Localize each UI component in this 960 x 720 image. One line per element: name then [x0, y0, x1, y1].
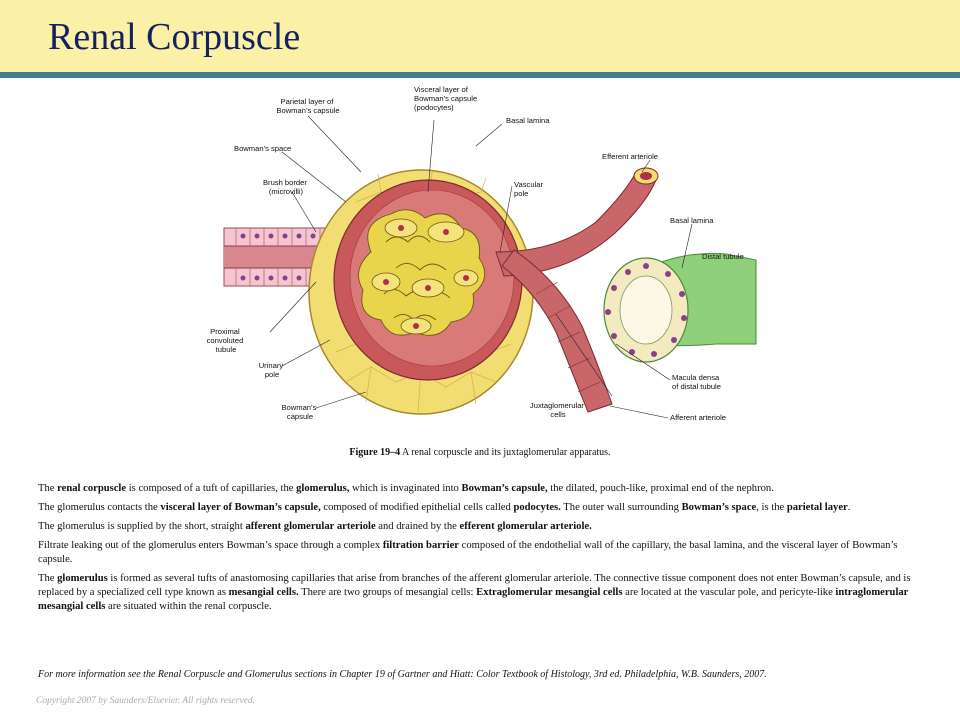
title-bar — [0, 0, 960, 72]
label-urinary-pole-1: Urinary — [259, 361, 284, 370]
label-juxtaglomerular-1: Juxtaglomerular — [530, 401, 584, 410]
paragraph-visceral-layer: The glomerulus contacts the visceral lay… — [38, 501, 926, 515]
bold-term: Extraglomerular mesangial cells — [476, 587, 623, 598]
label-vascular-pole-1: Vascular — [514, 180, 543, 189]
text-run: is composed of a tuft of capillaries, th… — [126, 483, 297, 494]
label-macula-densa-2: of distal tubule — [672, 382, 721, 391]
text-run: are located at the vascular pole, and pe… — [622, 587, 836, 598]
bold-term: visceral layer of Bowman’s capsule, — [160, 502, 321, 513]
text-run: is formed as several tufts of anastomosi… — [38, 573, 911, 598]
renal-corpuscle-figure: Parietal layer of Bowman’s capsule Visce… — [196, 82, 796, 442]
slide-title: Renal Corpuscle — [48, 16, 301, 58]
label-bowmans-capsule-2: capsule — [287, 412, 313, 421]
reference-note: For more information see the Renal Corpu… — [38, 669, 767, 680]
label-proximal-3: tubule — [216, 345, 237, 354]
label-parietal-layer-1: Parietal layer of — [281, 97, 335, 106]
label-urinary-pole-2: pole — [265, 370, 279, 379]
label-distal-tubule: Distal tubule — [702, 252, 744, 261]
paragraph-renal-corpuscle: The renal corpuscle is composed of a tuf… — [38, 482, 926, 496]
svg-text:Proximal convoluted: Proximal convoluted tubule — [207, 327, 246, 354]
figure-caption-text: A renal corpuscle and its juxtaglomerula… — [402, 447, 611, 458]
label-brush-border-2: (microvilli) — [269, 187, 304, 196]
svg-text:Juxtaglomerular cells: Juxtaglomerular cells — [530, 401, 586, 419]
text-run: The — [38, 573, 58, 584]
svg-text:Vascular pole: Vascular pole — [514, 180, 545, 198]
svg-text:Bowman’s capsule: Bowman’s capsule — [281, 403, 318, 421]
label-visceral-layer-1: Visceral layer of — [414, 85, 469, 94]
text-run: The outer wall surrounding — [560, 502, 682, 513]
text-run: are situated within the renal corpuscle. — [105, 601, 272, 612]
bold-term: efferent glomerular arteriole. — [459, 521, 592, 532]
body-text: The renal corpuscle is composed of a tuf… — [38, 482, 926, 619]
bold-term: glomerulus — [57, 573, 108, 584]
copyright-notice: Copyright 2007 by Saunders/Elsevier. All… — [36, 696, 256, 706]
renal-corpuscle-illustration: Parietal layer of Bowman’s capsule Visce… — [207, 85, 757, 422]
bold-term: filtration barrier — [382, 540, 460, 551]
bowmans-capsule-drawing — [308, 169, 534, 415]
svg-text:Parietal layer of Bowm: Parietal layer of Bowman’s capsule — [276, 97, 339, 115]
svg-text:Visceral layer of Bowm: Visceral layer of Bowman’s capsule (podo… — [414, 85, 479, 112]
bold-term: renal corpuscle — [57, 483, 127, 494]
distal-tubule-drawing — [603, 253, 757, 363]
bold-term: intraglomerular mesangial cells — [38, 587, 909, 612]
leader-lines — [269, 115, 693, 419]
text-run: , is the — [756, 502, 787, 513]
svg-text:Macula densa of distal: Macula densa of distal tubule — [672, 373, 721, 391]
text-run: The glomerulus contacts the — [38, 502, 161, 513]
bold-term: afferent glomerular arteriole — [245, 521, 376, 532]
label-visceral-layer-2: Bowman’s capsule — [414, 94, 477, 103]
paragraph-arterioles: The glomerulus is supplied by the short,… — [38, 520, 926, 534]
figure-caption-label: Figure 19–4 — [349, 447, 401, 458]
figure-caption: Figure 19–4 A renal corpuscle and its ju… — [0, 447, 960, 458]
label-proximal-1: Proximal — [210, 327, 240, 336]
bold-term: Bowman’s capsule, — [461, 483, 548, 494]
label-afferent-arteriole: Afferent arteriole — [670, 413, 726, 422]
label-bowmans-space: Bowman’s space — [234, 144, 291, 153]
title-underline — [0, 72, 960, 78]
label-proximal-2: convoluted — [207, 336, 244, 345]
bold-term: podocytes. — [513, 502, 561, 513]
label-basal-lamina-top: Basal lamina — [506, 116, 550, 125]
svg-text:Urinary pole: Urinary pole — [259, 361, 286, 379]
text-run: There are two groups of mesangial cells: — [298, 587, 477, 598]
text-run: which is invaginated into — [349, 483, 462, 494]
label-parietal-layer-2: Bowman’s capsule — [276, 106, 339, 115]
label-macula-densa-1: Macula densa — [672, 373, 720, 382]
text-run: Filtrate leaking out of the glomerulus e… — [38, 540, 383, 551]
label-juxtaglomerular-2: cells — [550, 410, 565, 419]
bold-term: mesangial cells. — [228, 587, 299, 598]
paragraph-filtration-barrier: Filtrate leaking out of the glomerulus e… — [38, 539, 926, 567]
bold-term: parietal layer — [786, 502, 848, 513]
label-visceral-layer-3: (podocytes) — [414, 103, 454, 112]
label-bowmans-capsule-1: Bowman’s — [281, 403, 316, 412]
text-run: The — [38, 483, 58, 494]
bold-term: Bowman’s space — [681, 502, 757, 513]
label-basal-lamina-right: Basal lamina — [670, 216, 714, 225]
text-run: the dilated, pouch-like, proximal end of… — [547, 483, 774, 494]
text-run: composed of modified epithelial cells ca… — [320, 502, 514, 513]
bold-term: glomerulus, — [296, 483, 350, 494]
text-run: composed of the endothelial wall of the … — [38, 540, 898, 565]
text-run: . — [847, 502, 851, 513]
label-vascular-pole-2: pole — [514, 189, 528, 198]
figure-labels: Parietal layer of Bowman’s capsule Visce… — [207, 85, 744, 422]
label-efferent-arteriole: Efferent arteriole — [602, 152, 658, 161]
afferent-arteriole-drawing — [501, 249, 613, 413]
label-brush-border-1: Brush border — [263, 178, 307, 187]
text-run: and drained by the — [375, 521, 460, 532]
paragraph-mesangial-cells: The glomerulus is formed as several tuft… — [38, 572, 926, 614]
text-run: The glomerulus is supplied by the short,… — [38, 521, 246, 532]
svg-text:Brush border (microvil: Brush border (microvilli) — [263, 178, 309, 196]
